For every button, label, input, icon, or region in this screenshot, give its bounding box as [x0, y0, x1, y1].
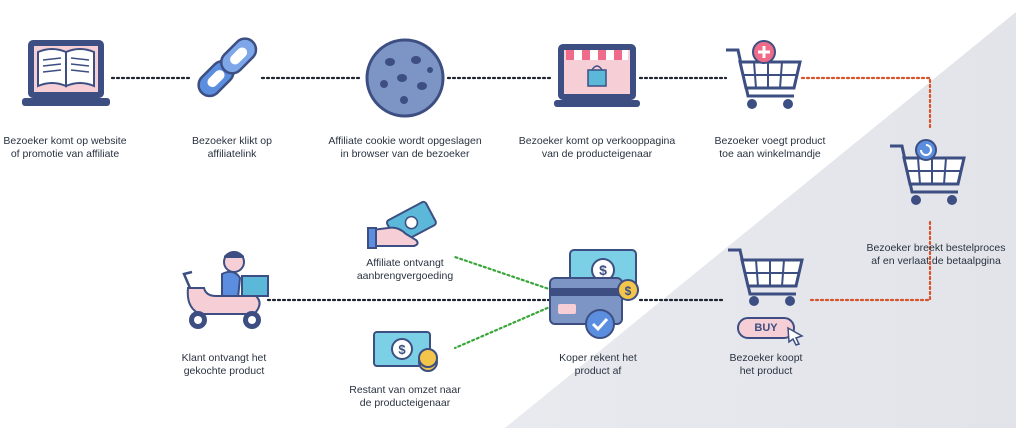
step-link-label: Bezoeker klikt op affiliatelink — [192, 135, 272, 160]
payment-card-icon: $ $ — [549, 249, 639, 339]
step-abandon-line2: af en verlaat de betaalpgina — [871, 254, 1001, 267]
delivery-scooter-icon — [182, 251, 269, 329]
buy-badge: BUY — [754, 322, 778, 334]
step-add-cart-line2: toe aan winkelmandje — [719, 147, 821, 160]
cart-plus-icon — [726, 40, 802, 109]
step-pay-label: Koper rekent het product af — [559, 352, 637, 377]
step-delivery-label: Klant ontvangt het gekochte product — [182, 352, 267, 377]
step-pay-line2: product af — [574, 364, 622, 377]
step-link-line1: Bezoeker klikt op — [192, 135, 272, 147]
step-shop-line2: van de producteigenaar — [541, 147, 653, 160]
background-wedge — [505, 12, 1016, 428]
step-remainder-line2: de producteigenaar — [359, 396, 451, 409]
hand-money-icon — [367, 200, 437, 249]
step-cookie-label: Affiliate cookie wordt opgeslagen in bro… — [328, 135, 481, 160]
connector-cart-abandon — [800, 76, 932, 130]
chain-link-icon — [197, 37, 258, 98]
step-add-cart-line1: Bezoeker voegt product — [714, 135, 826, 147]
step-website-label: Bezoeker komt op website of promotie van… — [3, 135, 126, 160]
step-cookie-line2: in browser van de bezoeker — [340, 147, 470, 160]
step-commission-line1: Affiliate ontvangt — [366, 257, 444, 269]
cart-buy-icon — [728, 248, 804, 346]
step-remainder-label: Restant van omzet naar de producteigenaa… — [349, 384, 460, 409]
step-cookie-line1: Affiliate cookie wordt opgeslagen — [328, 135, 482, 147]
connector-pay-remainder — [453, 304, 554, 350]
step-delivery-line1: Klant ontvangt het — [181, 352, 267, 364]
step-buy-label: Bezoeker koopt het product — [730, 352, 803, 377]
svg-text:$: $ — [398, 342, 406, 357]
step-add-cart-label: Bezoeker voegt product toe aan winkelman… — [715, 135, 826, 160]
step-abandon-label: Bezoeker breekt bestelproces af en verla… — [867, 242, 1006, 267]
step-buy-line1: Bezoeker koopt — [729, 352, 803, 364]
step-abandon-line1: Bezoeker breekt bestelproces — [866, 242, 1006, 254]
connector-pay-commission — [453, 255, 554, 292]
step-pay-line1: Koper rekent het — [559, 352, 637, 364]
svg-text:$: $ — [599, 262, 607, 278]
step-commission-line2: aanbrengvergoeding — [356, 269, 454, 282]
open-book-laptop-icon — [22, 40, 110, 106]
money-bill-icon: $ — [373, 331, 438, 372]
cookie-icon — [365, 38, 445, 118]
step-website-line2: of promotie van affiliate — [10, 147, 120, 160]
step-remainder-line1: Restant van omzet naar — [349, 384, 461, 396]
step-commission-label: Affiliate ontvangt aanbrengvergoeding — [357, 257, 453, 282]
step-shop-line1: Bezoeker komt op verkooppagina — [518, 135, 676, 147]
connector-abandon-buy — [808, 220, 932, 302]
step-link-line2: affiliatelink — [207, 147, 257, 160]
step-shop-label: Bezoeker komt op verkooppagina van de pr… — [519, 135, 675, 160]
online-shop-icon — [554, 44, 640, 107]
step-buy-line2: het product — [739, 364, 793, 377]
svg-text:$: $ — [625, 284, 632, 298]
step-website-line1: Bezoeker komt op website — [3, 135, 127, 147]
connector-lines — [110, 76, 932, 350]
step-delivery-line2: gekochte product — [183, 364, 265, 377]
cart-return-icon — [890, 139, 966, 205]
